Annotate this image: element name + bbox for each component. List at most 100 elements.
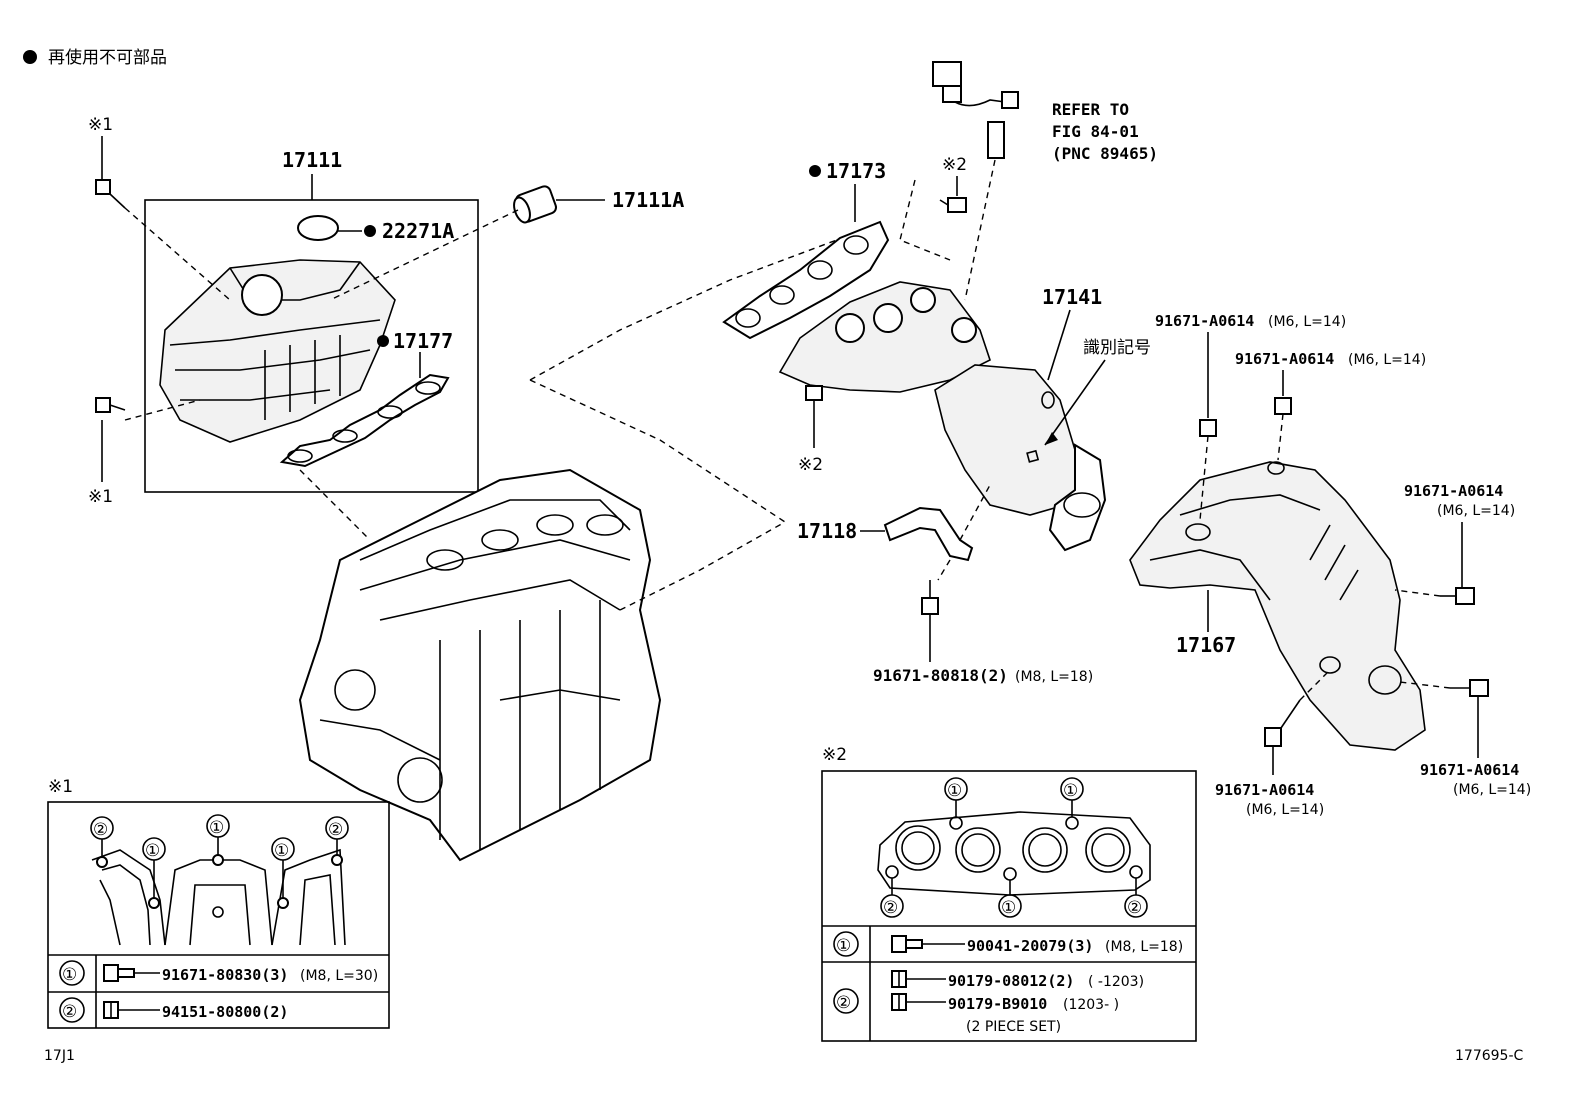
- intake-manifold-part[interactable]: [159, 259, 396, 443]
- svg-text:①: ①: [145, 841, 160, 861]
- table-2-marker: ②: [880, 894, 904, 918]
- callout-bolt-a0614-2-spec: (M6, L=14): [1348, 352, 1426, 368]
- table-row: ① 90041-20079(3) (M8, L=18): [833, 931, 1183, 957]
- table-2-title: ※2: [822, 745, 847, 765]
- bolt-table-1: ※1 ② ①: [47, 777, 390, 1029]
- part-spec: ( -1203): [1088, 974, 1144, 990]
- nut-icon[interactable]: [805, 385, 823, 401]
- table-2-marker: ②: [1124, 894, 1148, 918]
- part-number[interactable]: 94151-80800(2): [162, 1003, 288, 1021]
- table-row: ② 90179-08012(2) ( -1203) 90179-B9010 (1…: [833, 970, 1144, 1035]
- non-reusable-dot-icon: [364, 225, 376, 237]
- svg-text:①: ①: [1001, 898, 1016, 918]
- table-1-title: ※1: [48, 777, 73, 797]
- bolt-icon[interactable]: [921, 580, 939, 615]
- stay-part[interactable]: [883, 506, 974, 562]
- callout-bolt-a0614-5[interactable]: 91671-A0614: [1215, 781, 1314, 799]
- exhaust-gasket-detail: [877, 811, 1151, 896]
- callout-bolt-stay[interactable]: 91671-80818(2): [873, 666, 1008, 685]
- callout-bolt-a0614-2[interactable]: 91671-A0614: [1235, 350, 1334, 368]
- nut-icon: [891, 970, 907, 988]
- heat-insulator-part[interactable]: [1129, 461, 1426, 751]
- callout-sleeve[interactable]: 17111A: [612, 188, 684, 212]
- refer-note-line2: FIG 84-01: [1052, 122, 1139, 141]
- engine-block: [298, 468, 662, 862]
- svg-text:①: ①: [209, 818, 224, 838]
- ref-mark-1-bottom: ※1: [88, 487, 113, 507]
- callout-bolt-a0614-1-spec: (M6, L=14): [1268, 314, 1346, 330]
- callout-exhaust-manifold[interactable]: 17141: [1042, 285, 1102, 309]
- callout-bolt-a0614-3[interactable]: 91671-A0614: [1404, 482, 1503, 500]
- part-number[interactable]: 90041-20079(3): [967, 937, 1093, 955]
- callout-intake-gasket[interactable]: 17177: [393, 329, 453, 353]
- table-2-marker: ①: [1060, 777, 1084, 801]
- footer-right-code: 177695-C: [1455, 1048, 1523, 1064]
- nut-icon: [891, 993, 907, 1011]
- bolt-icon[interactable]: [1274, 397, 1292, 415]
- piece-set-note: (2 PIECE SET): [966, 1019, 1061, 1035]
- ref-mark-1-top: ※1: [88, 115, 113, 135]
- callout-exhaust-gasket[interactable]: 17173: [826, 159, 886, 183]
- ref-mark-2-top: ※2: [942, 155, 967, 175]
- bolt-icon[interactable]: [1450, 679, 1489, 697]
- svg-text:②: ②: [93, 820, 108, 840]
- callout-bolt-a0614-1[interactable]: 91671-A0614: [1155, 312, 1254, 330]
- row-marker: ①: [62, 965, 77, 985]
- o-ring-part[interactable]: [297, 215, 339, 241]
- footer-left-code: 17J1: [44, 1048, 75, 1064]
- callout-intake-manifold[interactable]: 17111: [282, 148, 342, 172]
- bolt-icon[interactable]: [1440, 587, 1475, 605]
- heat-insulator-group: 17167 91671-A0614 (M6, L=14) 91671-A0614…: [1129, 312, 1531, 818]
- svg-text:②: ②: [883, 898, 898, 918]
- sleeve-part[interactable]: [511, 185, 558, 225]
- callout-heat-insulator[interactable]: 17167: [1176, 633, 1236, 657]
- non-reusable-dot-icon: [377, 335, 389, 347]
- callout-bolt-a0614-4-spec: (M6, L=14): [1453, 782, 1531, 798]
- callout-stay[interactable]: 17118: [797, 519, 857, 543]
- part-number[interactable]: 90179-08012(2): [948, 972, 1074, 990]
- table-1-marker: ②: [90, 816, 114, 840]
- svg-text:①: ①: [947, 781, 962, 801]
- table-2-marker: ①: [998, 894, 1022, 918]
- bolt-icon[interactable]: [939, 197, 967, 213]
- table-row: ① 91671-80830(3) (M8, L=30): [59, 960, 378, 986]
- bolt-icon: [103, 964, 135, 982]
- refer-note-line3: (PNC 89465): [1052, 144, 1158, 163]
- part-spec-alt: (1203- ): [1063, 997, 1119, 1013]
- svg-text:②: ②: [328, 820, 343, 840]
- table-2-marker: ①: [944, 777, 968, 801]
- legend-text: 再使用不可部品: [48, 47, 167, 68]
- table-1-marker: ①: [206, 814, 230, 838]
- part-number[interactable]: 91671-80830(3): [162, 966, 288, 984]
- callout-bolt-a0614-4[interactable]: 91671-A0614: [1420, 761, 1519, 779]
- non-reusable-dot-icon: [809, 165, 821, 177]
- bolt-icon[interactable]: [95, 179, 126, 209]
- intake-gasket-part[interactable]: [279, 373, 450, 468]
- svg-text:①: ①: [274, 841, 289, 861]
- svg-text:①: ①: [1063, 781, 1078, 801]
- bolt-icon[interactable]: [1264, 699, 1301, 747]
- exhaust-group: 17173 ※2 REFER TO FIG 84-01 (PNC 89465: [722, 61, 1158, 685]
- table-row: ② 94151-80800(2): [59, 997, 288, 1023]
- bolt-icon[interactable]: [1199, 419, 1217, 437]
- intake-gasket-detail: [91, 848, 346, 946]
- row-marker: ①: [836, 936, 851, 956]
- bolt-icon: [891, 935, 923, 953]
- bolt-icon[interactable]: [95, 397, 126, 413]
- ref-mark-2-bottom: ※2: [798, 455, 823, 475]
- row-marker: ②: [836, 993, 851, 1013]
- callout-id-mark[interactable]: 識別記号: [1083, 338, 1151, 358]
- part-spec: (M8, L=30): [300, 968, 378, 984]
- table-1-marker: ①: [142, 837, 166, 861]
- exhaust-manifold-part[interactable]: [778, 281, 1107, 552]
- table-1-marker: ②: [325, 816, 349, 840]
- part-number-alt[interactable]: 90179-B9010: [948, 995, 1047, 1013]
- callout-o-ring[interactable]: 22271A: [382, 219, 454, 243]
- part-spec: (M8, L=18): [1105, 939, 1183, 955]
- oxygen-sensor-part[interactable]: [932, 61, 1019, 159]
- non-reusable-dot-icon: [23, 50, 37, 64]
- callout-bolt-stay-spec: (M8, L=18): [1015, 669, 1093, 685]
- row-marker: ②: [62, 1002, 77, 1022]
- exhaust-gasket-part[interactable]: [722, 220, 890, 340]
